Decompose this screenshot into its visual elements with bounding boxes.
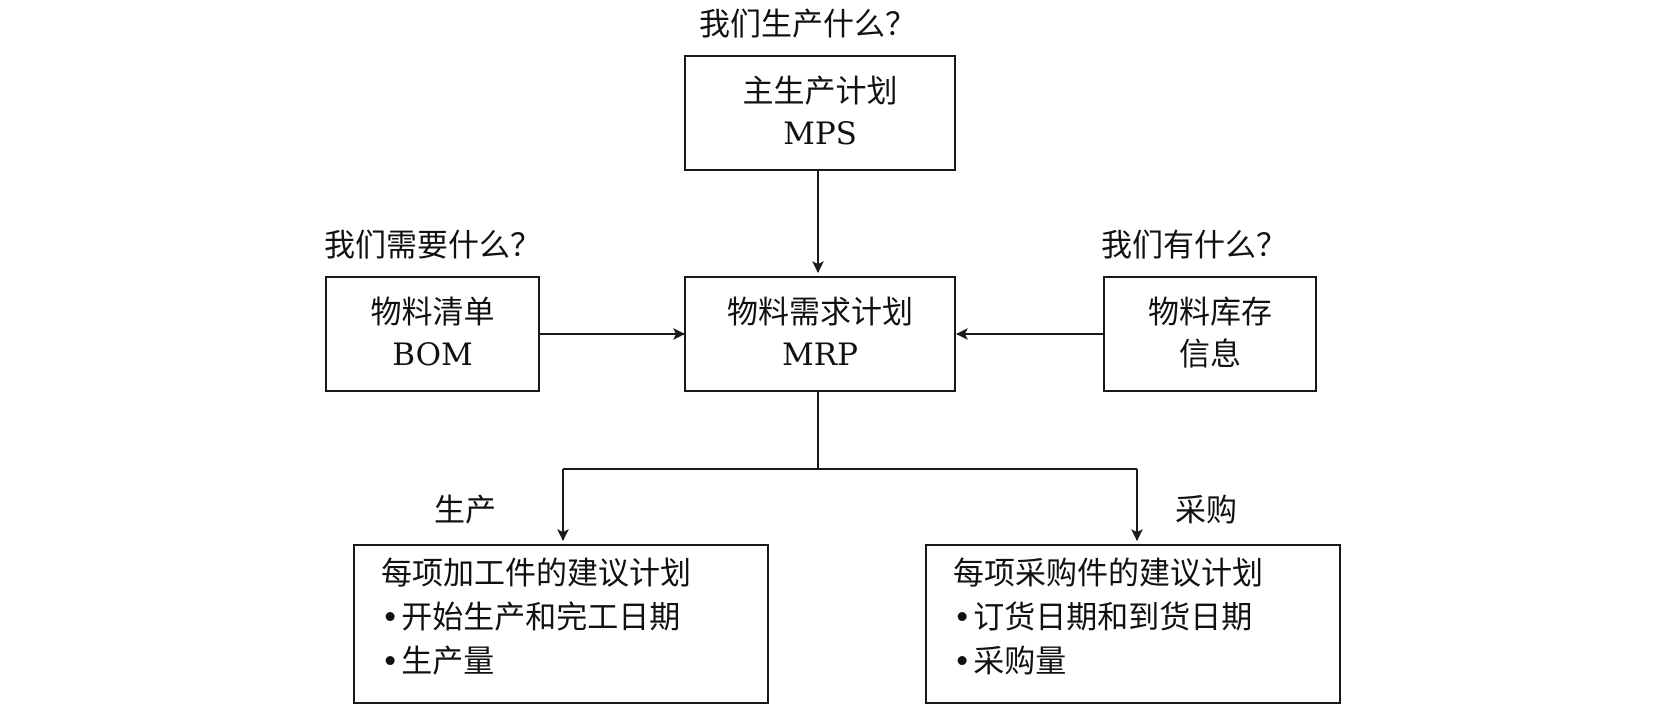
mrp-abbreviation: MRP bbox=[782, 337, 858, 373]
production-plan-item: •生产量 bbox=[381, 640, 494, 684]
production-plan-item: •开始生产和完工日期 bbox=[381, 596, 680, 640]
purchase-plan-box: 每项采购件的建议计划 •订货日期和到货日期 •采购量 bbox=[925, 544, 1341, 704]
inventory-box: 物料库存 信息 bbox=[1103, 276, 1317, 392]
mrp-title: 物料需求计划 bbox=[727, 295, 913, 331]
caption-what-have: 我们有什么？ bbox=[1101, 228, 1287, 264]
mps-title: 主生产计划 bbox=[742, 74, 898, 110]
bullet: • bbox=[381, 644, 400, 680]
bullet: • bbox=[953, 644, 972, 680]
purchase-plan-item: •采购量 bbox=[953, 640, 1066, 684]
caption-what-produce: 我们生产什么？ bbox=[699, 7, 916, 43]
production-plan-item-text: 生产量 bbox=[401, 644, 495, 680]
bullet: • bbox=[381, 600, 400, 636]
purchase-plan-item-text: 采购量 bbox=[973, 644, 1067, 680]
connector-mrp-to-split bbox=[563, 391, 819, 470]
inventory-title-line1: 物料库存 bbox=[1148, 295, 1272, 331]
production-plan-box: 每项加工件的建议计划 •开始生产和完工日期 •生产量 bbox=[353, 544, 769, 704]
purchase-plan-item-text: 订货日期和到货日期 bbox=[973, 600, 1253, 636]
caption-purchase: 采购 bbox=[1175, 493, 1237, 529]
caption-produce: 生产 bbox=[434, 493, 496, 529]
production-plan-title: 每项加工件的建议计划 bbox=[381, 556, 691, 592]
purchase-plan-item: •订货日期和到货日期 bbox=[953, 596, 1252, 640]
production-plan-item-text: 开始生产和完工日期 bbox=[401, 600, 681, 636]
inventory-title-line2: 信息 bbox=[1179, 337, 1241, 373]
mrp-box: 物料需求计划 MRP bbox=[684, 276, 956, 392]
mps-box: 主生产计划 MPS bbox=[684, 55, 956, 171]
bom-abbreviation: BOM bbox=[392, 337, 473, 373]
bom-box: 物料清单 BOM bbox=[325, 276, 540, 392]
bom-title: 物料清单 bbox=[370, 295, 495, 331]
bullet: • bbox=[953, 600, 972, 636]
mps-abbreviation: MPS bbox=[783, 116, 857, 152]
purchase-plan-title: 每项采购件的建议计划 bbox=[953, 556, 1263, 592]
caption-what-need: 我们需要什么？ bbox=[324, 228, 541, 264]
